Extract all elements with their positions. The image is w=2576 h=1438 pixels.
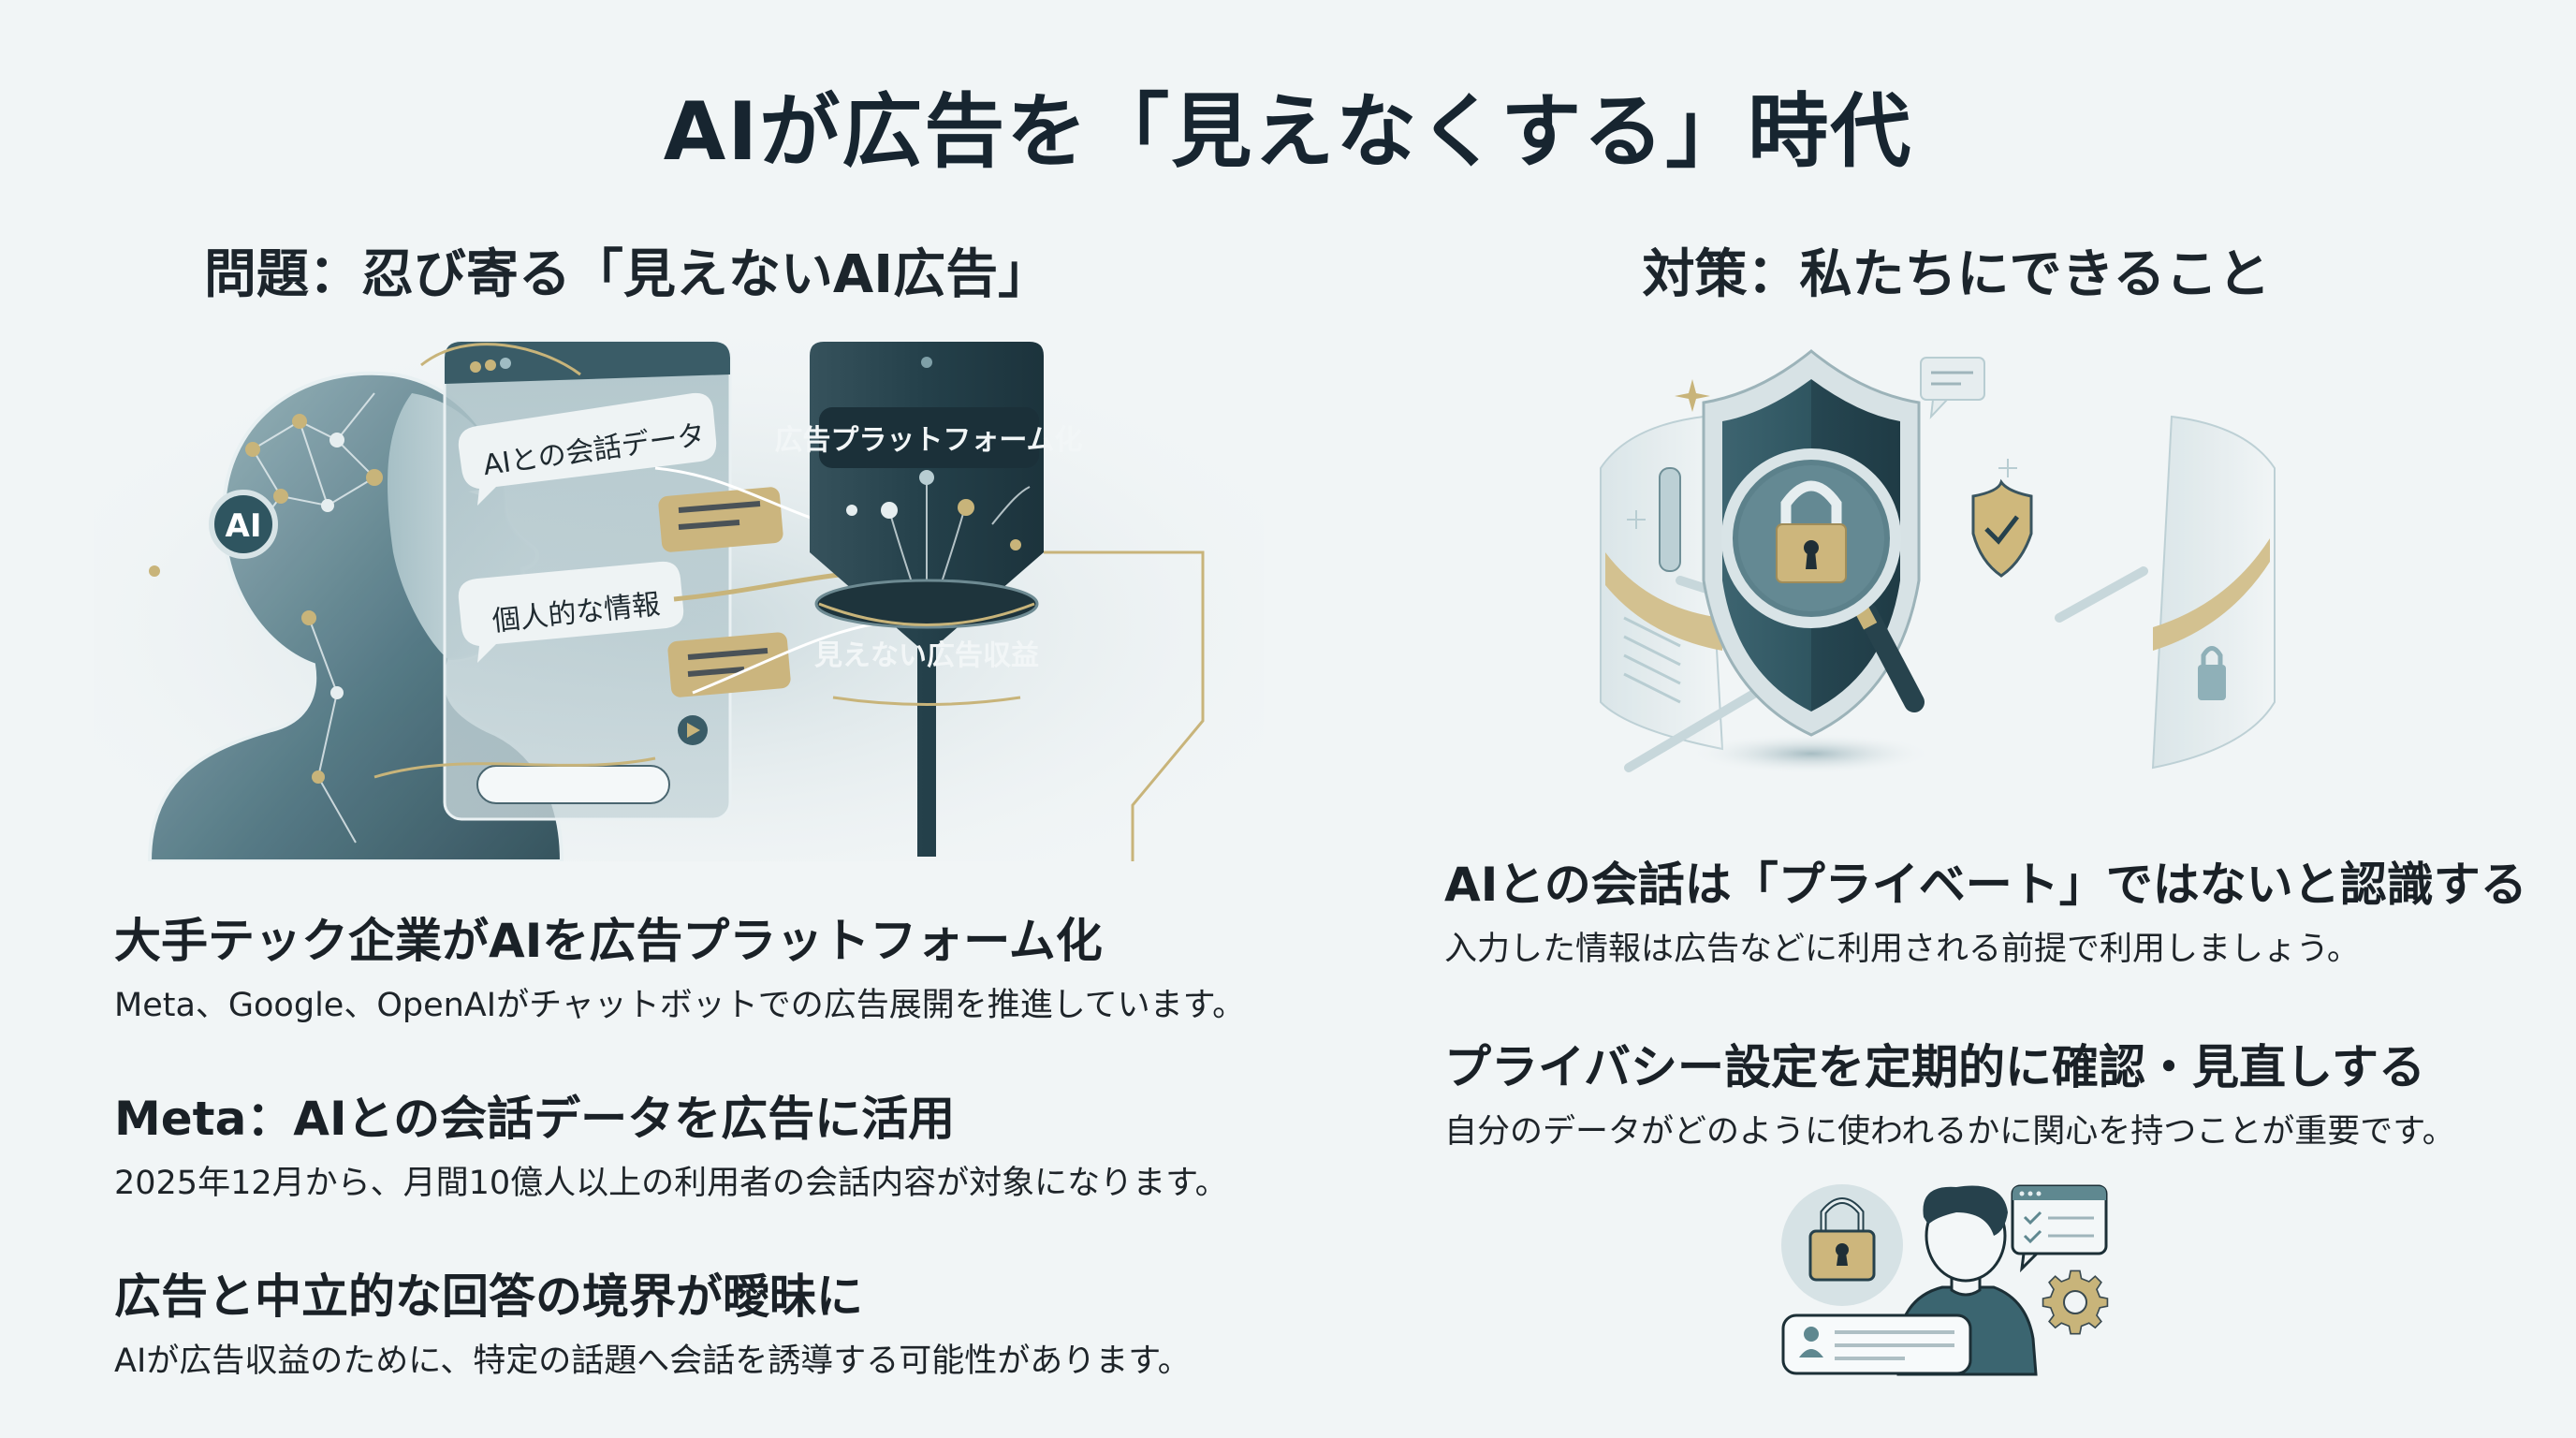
chat-bubble-conversation-data: AIとの会話データ: [458, 392, 717, 506]
problem-illustration: AI AIとの会話データ 個人的な情報: [94, 337, 1264, 861]
problem-section-title: 問題：忍び寄る「見えないAI広告」: [203, 244, 1051, 305]
window-dot-3: [500, 358, 511, 369]
check-shield-icon: [1971, 478, 2033, 578]
speech-bubble-icon: [1920, 357, 1985, 419]
svg-text:見えない広告収益: 見えない広告収益: [814, 639, 1039, 672]
gold-connector-line: [1044, 550, 1205, 861]
plus-icon-2: [1627, 510, 1646, 529]
window-dot-1: [470, 361, 481, 373]
sparkle-icon: [1675, 379, 1710, 412]
solution-item-2-body: 自分のデータがどのように使われるかに関心を持つことが重要です。: [1444, 1113, 2455, 1151]
solution-item-1-heading: AIとの会話は「プライベート」ではないと認識する: [1444, 858, 2527, 912]
svg-text:広告プラットフォーム化: 広告プラットフォーム化: [774, 424, 1082, 457]
solution-item-2-heading: プライバシー設定を定期的に確認・見直しする: [1444, 1040, 2425, 1094]
problem-item-2-heading: Meta：AIとの会話データを広告に活用: [114, 1092, 956, 1146]
send-icon: [687, 723, 700, 738]
plus-icon: [1998, 459, 2017, 477]
funnel-rim: [814, 579, 1039, 629]
privacy-person-illustration: [1781, 1184, 2109, 1376]
chat-bubble-gold-2: [667, 632, 791, 697]
problem-item-3-heading: 広告と中立的な回答の境界が曖昧に: [114, 1269, 863, 1324]
profile-card-icon: [1781, 1313, 1972, 1375]
padlock-small-icon: [2198, 646, 2226, 700]
solution-item-1-body: 入力した情報は広告などに利用される前提で利用しましょう。: [1444, 931, 2360, 968]
security-illustration: [1600, 349, 2276, 774]
ai-badge-label: AI: [226, 507, 262, 545]
checklist-window-icon: [2011, 1184, 2108, 1273]
problem-item-3-body: AIが広告収益のために、特定の話題へ会話を誘導する可能性があります。: [114, 1343, 1191, 1380]
problem-item-1-heading: 大手テック企業がAIを広告プラットフォーム化: [114, 914, 1103, 968]
gear-icon: [2042, 1269, 2109, 1335]
platform-banner: [819, 407, 1039, 468]
padlock-gold-icon: [1808, 1197, 1876, 1282]
chat-bubble-personal-info: 個人的な情報: [458, 561, 684, 663]
ai-badge: [209, 490, 278, 559]
data-tube-icon: [1659, 467, 1681, 572]
padlock-icon: [1776, 480, 1847, 583]
chat-input-field: [476, 765, 670, 804]
page-title: AIが広告を「見えなくする」時代: [663, 85, 1913, 179]
problem-item-2-body: 2025年12月から、月間10億人以上の利用者の会話内容が対象になります。: [114, 1165, 1228, 1202]
solution-section-title: 対策：私たちにできること: [1642, 244, 2271, 305]
right-curved-panel: [2151, 415, 2276, 770]
problem-item-1-body: Meta、Google、OpenAIがチャットボットでの広告展開を推進しています…: [114, 987, 1246, 1024]
ad-funnel: 広告プラットフォーム化 見えない広告収益: [774, 342, 1083, 857]
chat-bubble-gold-1: [658, 487, 783, 552]
chat-window: AIとの会話データ 個人的な情報: [443, 340, 791, 821]
window-dot-2: [485, 360, 496, 371]
